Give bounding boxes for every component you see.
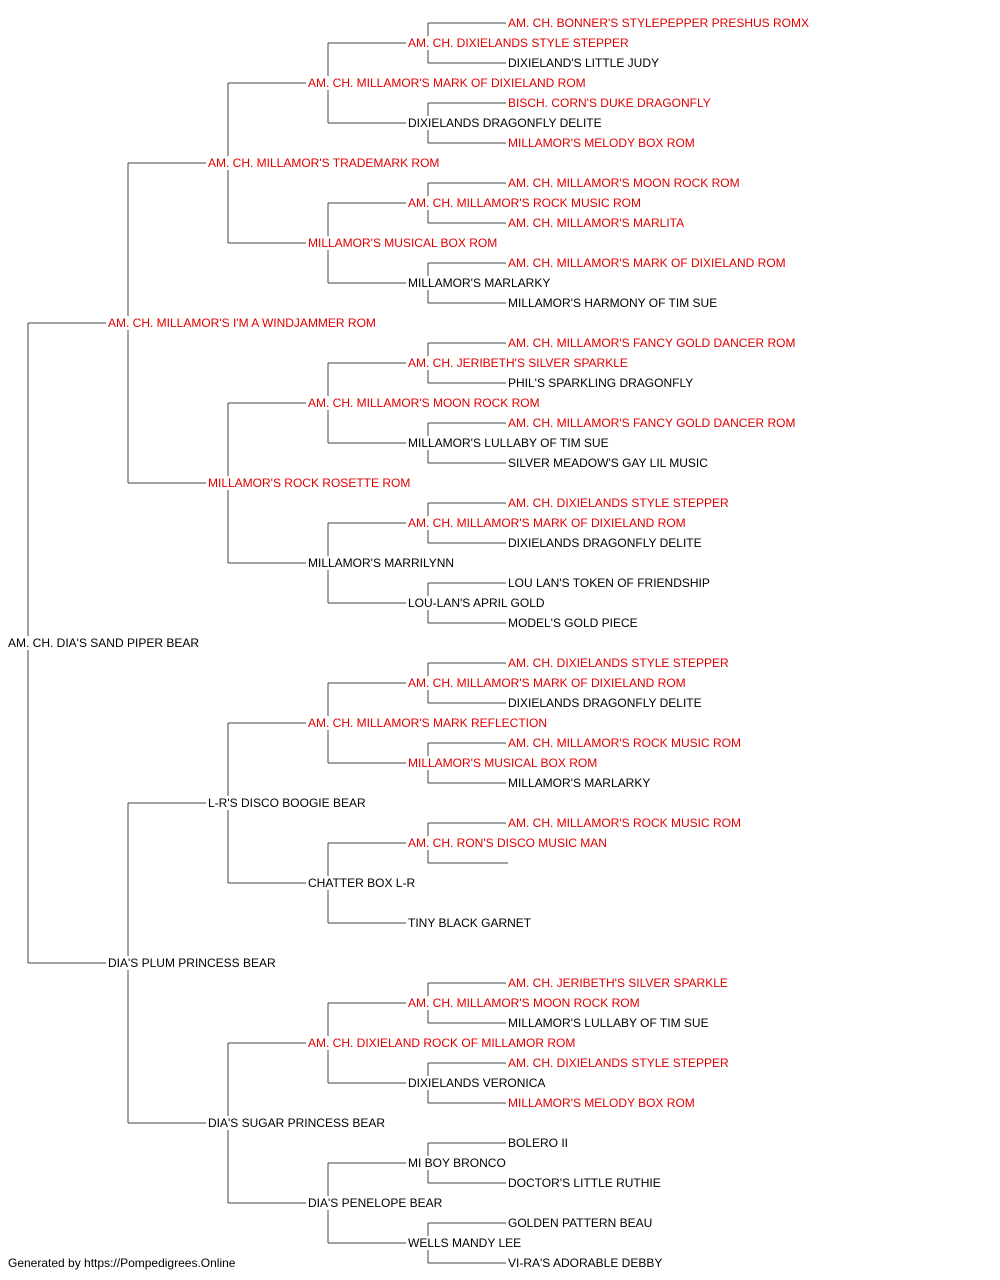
ancestor-name: AM. CH. BONNER'S STYLEPEPPER PRESHUS ROM… [506, 16, 810, 30]
ancestor-name: MILLAMOR'S MELODY BOX ROM [506, 1096, 695, 1110]
ancestor-name: AM. CH. JERIBETH'S SILVER SPARKLE [406, 356, 628, 370]
ancestor-name: AM. CH. MILLAMOR'S MOON ROCK ROM [306, 396, 540, 410]
ancestor-name: DIXIELANDS DRAGONFLY DELITE [406, 116, 602, 130]
ancestor-name: DIXIELAND'S LITTLE JUDY [506, 56, 659, 70]
ancestor-name: AM. CH. DIXIELANDS STYLE STEPPER [506, 496, 729, 510]
ancestor-name: AM. CH. MILLAMOR'S I'M A WINDJAMMER ROM [106, 316, 376, 330]
ancestor-name: MI BOY BRONCO [406, 1156, 506, 1170]
ancestor-name: AM. CH. MILLAMOR'S MARK OF DIXIELAND ROM [406, 516, 686, 530]
ancestor-name: AM. CH. DIXIELANDS STYLE STEPPER [506, 656, 729, 670]
ancestor-name: MILLAMOR'S MARLARKY [406, 276, 551, 290]
ancestor-name: AM. CH. MILLAMOR'S ROCK MUSIC ROM [406, 196, 641, 210]
ancestor-name: AM. CH. MILLAMOR'S FANCY GOLD DANCER ROM [506, 336, 796, 350]
ancestor-name: AM. CH. MILLAMOR'S MARK REFLECTION [306, 716, 547, 730]
ancestor-name: MILLAMOR'S MUSICAL BOX ROM [406, 756, 598, 770]
ancestor-name: MILLAMOR'S MARRILYNN [306, 556, 455, 570]
ancestor-name: DIA'S PENELOPE BEAR [306, 1196, 443, 1210]
ancestor-name: LOU LAN'S TOKEN OF FRIENDSHIP [506, 576, 710, 590]
ancestor-name: AM. CH. DIXIELAND ROCK OF MILLAMOR ROM [306, 1036, 576, 1050]
ancestor-name: AM. CH. MILLAMOR'S MARK OF DIXIELAND ROM [506, 256, 786, 270]
ancestor-name: MODEL'S GOLD PIECE [506, 616, 638, 630]
ancestor-name: VI-RA'S ADORABLE DEBBY [506, 1256, 663, 1270]
ancestor-name: GOLDEN PATTERN BEAU [506, 1216, 653, 1230]
ancestor-name: MILLAMOR'S LULLABY OF TIM SUE [506, 1016, 709, 1030]
ancestor-name: DIXIELANDS DRAGONFLY DELITE [506, 696, 702, 710]
ancestor-name: AM. CH. DIXIELANDS STYLE STEPPER [506, 1056, 729, 1070]
ancestor-name: DIA'S PLUM PRINCESS BEAR [106, 956, 276, 970]
ancestor-name: MILLAMOR'S ROCK ROSETTE ROM [206, 476, 411, 490]
ancestor-name: BOLERO II [506, 1136, 569, 1150]
ancestor-name: AM. CH. MILLAMOR'S ROCK MUSIC ROM [506, 736, 741, 750]
ancestor-name: MILLAMOR'S MUSICAL BOX ROM [306, 236, 498, 250]
ancestor-name: SILVER MEADOW'S GAY LIL MUSIC [506, 456, 708, 470]
ancestor-name: AM. CH. MILLAMOR'S MOON ROCK ROM [406, 996, 640, 1010]
ancestor-name: WELLS MANDY LEE [406, 1236, 522, 1250]
ancestor-name: DIXIELANDS VERONICA [406, 1076, 546, 1090]
ancestor-name: AM. CH. MILLAMOR'S ROCK MUSIC ROM [506, 816, 741, 830]
ancestor-name: L-R'S DISCO BOOGIE BEAR [206, 796, 366, 810]
ancestor-name: TINY BLACK GARNET [406, 916, 532, 930]
footer-credit: Generated by https://Pompedigrees.Online [8, 1256, 236, 1270]
ancestor-name: MILLAMOR'S HARMONY OF TIM SUE [506, 296, 718, 310]
ancestor-name: AM. CH. JERIBETH'S SILVER SPARKLE [506, 976, 728, 990]
ancestor-name: MILLAMOR'S MELODY BOX ROM [506, 136, 695, 150]
ancestor-name: AM. CH. MILLAMOR'S MARK OF DIXIELAND ROM [406, 676, 686, 690]
subject-dog-name: AM. CH. DIA'S SAND PIPER BEAR [6, 636, 199, 650]
ancestor-name: AM. CH. MILLAMOR'S MARLITA [506, 216, 685, 230]
ancestor-name: AM. CH. RON'S DISCO MUSIC MAN [406, 836, 607, 850]
ancestor-name: PHIL'S SPARKLING DRAGONFLY [506, 376, 694, 390]
ancestor-name: AM. CH. MILLAMOR'S TRADEMARK ROM [206, 156, 440, 170]
ancestor-name: CHATTER BOX L-R [306, 876, 416, 890]
ancestor-name: MILLAMOR'S LULLABY OF TIM SUE [406, 436, 609, 450]
ancestor-name: AM. CH. MILLAMOR'S FANCY GOLD DANCER ROM [506, 416, 796, 430]
ancestor-name: AM. CH. MILLAMOR'S MARK OF DIXIELAND ROM [306, 76, 586, 90]
ancestor-name: DOCTOR'S LITTLE RUTHIE [506, 1176, 661, 1190]
ancestor-name: AM. CH. MILLAMOR'S MOON ROCK ROM [506, 176, 740, 190]
ancestor-name: MILLAMOR'S MARLARKY [506, 776, 651, 790]
ancestor-name: LOU-LAN'S APRIL GOLD [406, 596, 545, 610]
ancestor-name: BISCH. CORN'S DUKE DRAGONFLY [506, 96, 711, 110]
ancestor-name: DIXIELANDS DRAGONFLY DELITE [506, 536, 702, 550]
ancestor-name: DIA'S SUGAR PRINCESS BEAR [206, 1116, 385, 1130]
ancestor-name: AM. CH. DIXIELANDS STYLE STEPPER [406, 36, 629, 50]
